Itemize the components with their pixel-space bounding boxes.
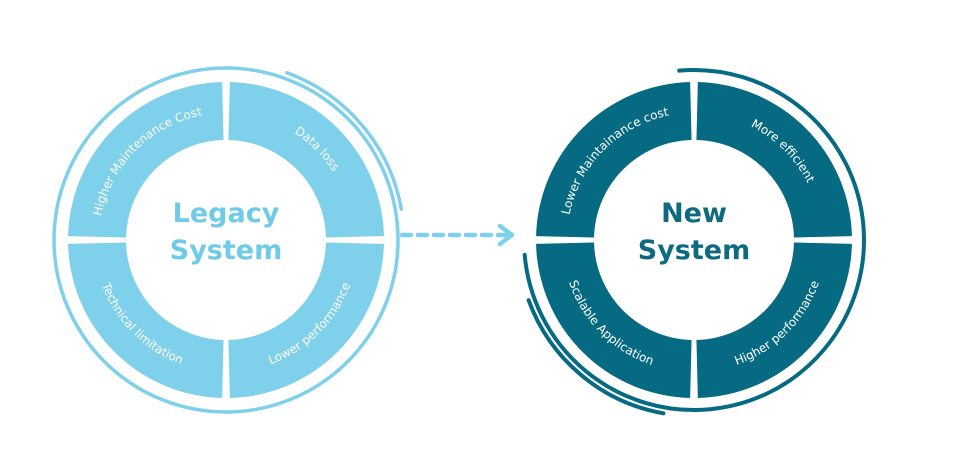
new-title-line1: New: [661, 198, 727, 229]
arrow-head-icon: [497, 223, 515, 247]
legacy-system-ring: Higher Maintenance Cost Data loss Lower …: [52, 66, 404, 414]
legacy-title-line2: System: [170, 235, 282, 266]
new-segment-higher-performance: [696, 242, 852, 398]
legacy-segment-data-loss: [228, 82, 384, 238]
legacy-accent-arc: [285, 70, 404, 211]
legacy-segment-technical-limitation: [68, 242, 224, 398]
new-segment-scalable-application: [536, 242, 692, 398]
new-outer-ring: [522, 68, 866, 412]
new-title-line2: System: [638, 235, 750, 266]
new-system-ring: Lower Maintainance cost More efficient H…: [522, 68, 866, 416]
legacy-title-line1: Legacy: [173, 198, 280, 229]
new-segment-lower-maintainance-cost: [536, 82, 692, 238]
legacy-segment-lower-performance: [228, 242, 384, 398]
legacy-outer-ring: [52, 66, 400, 414]
legacy-segment-higher-maintenance-cost: [68, 82, 224, 238]
new-segment-more-efficient: [696, 82, 852, 238]
transition-arrow: [399, 223, 515, 247]
new-accent-arc: [526, 298, 666, 416]
